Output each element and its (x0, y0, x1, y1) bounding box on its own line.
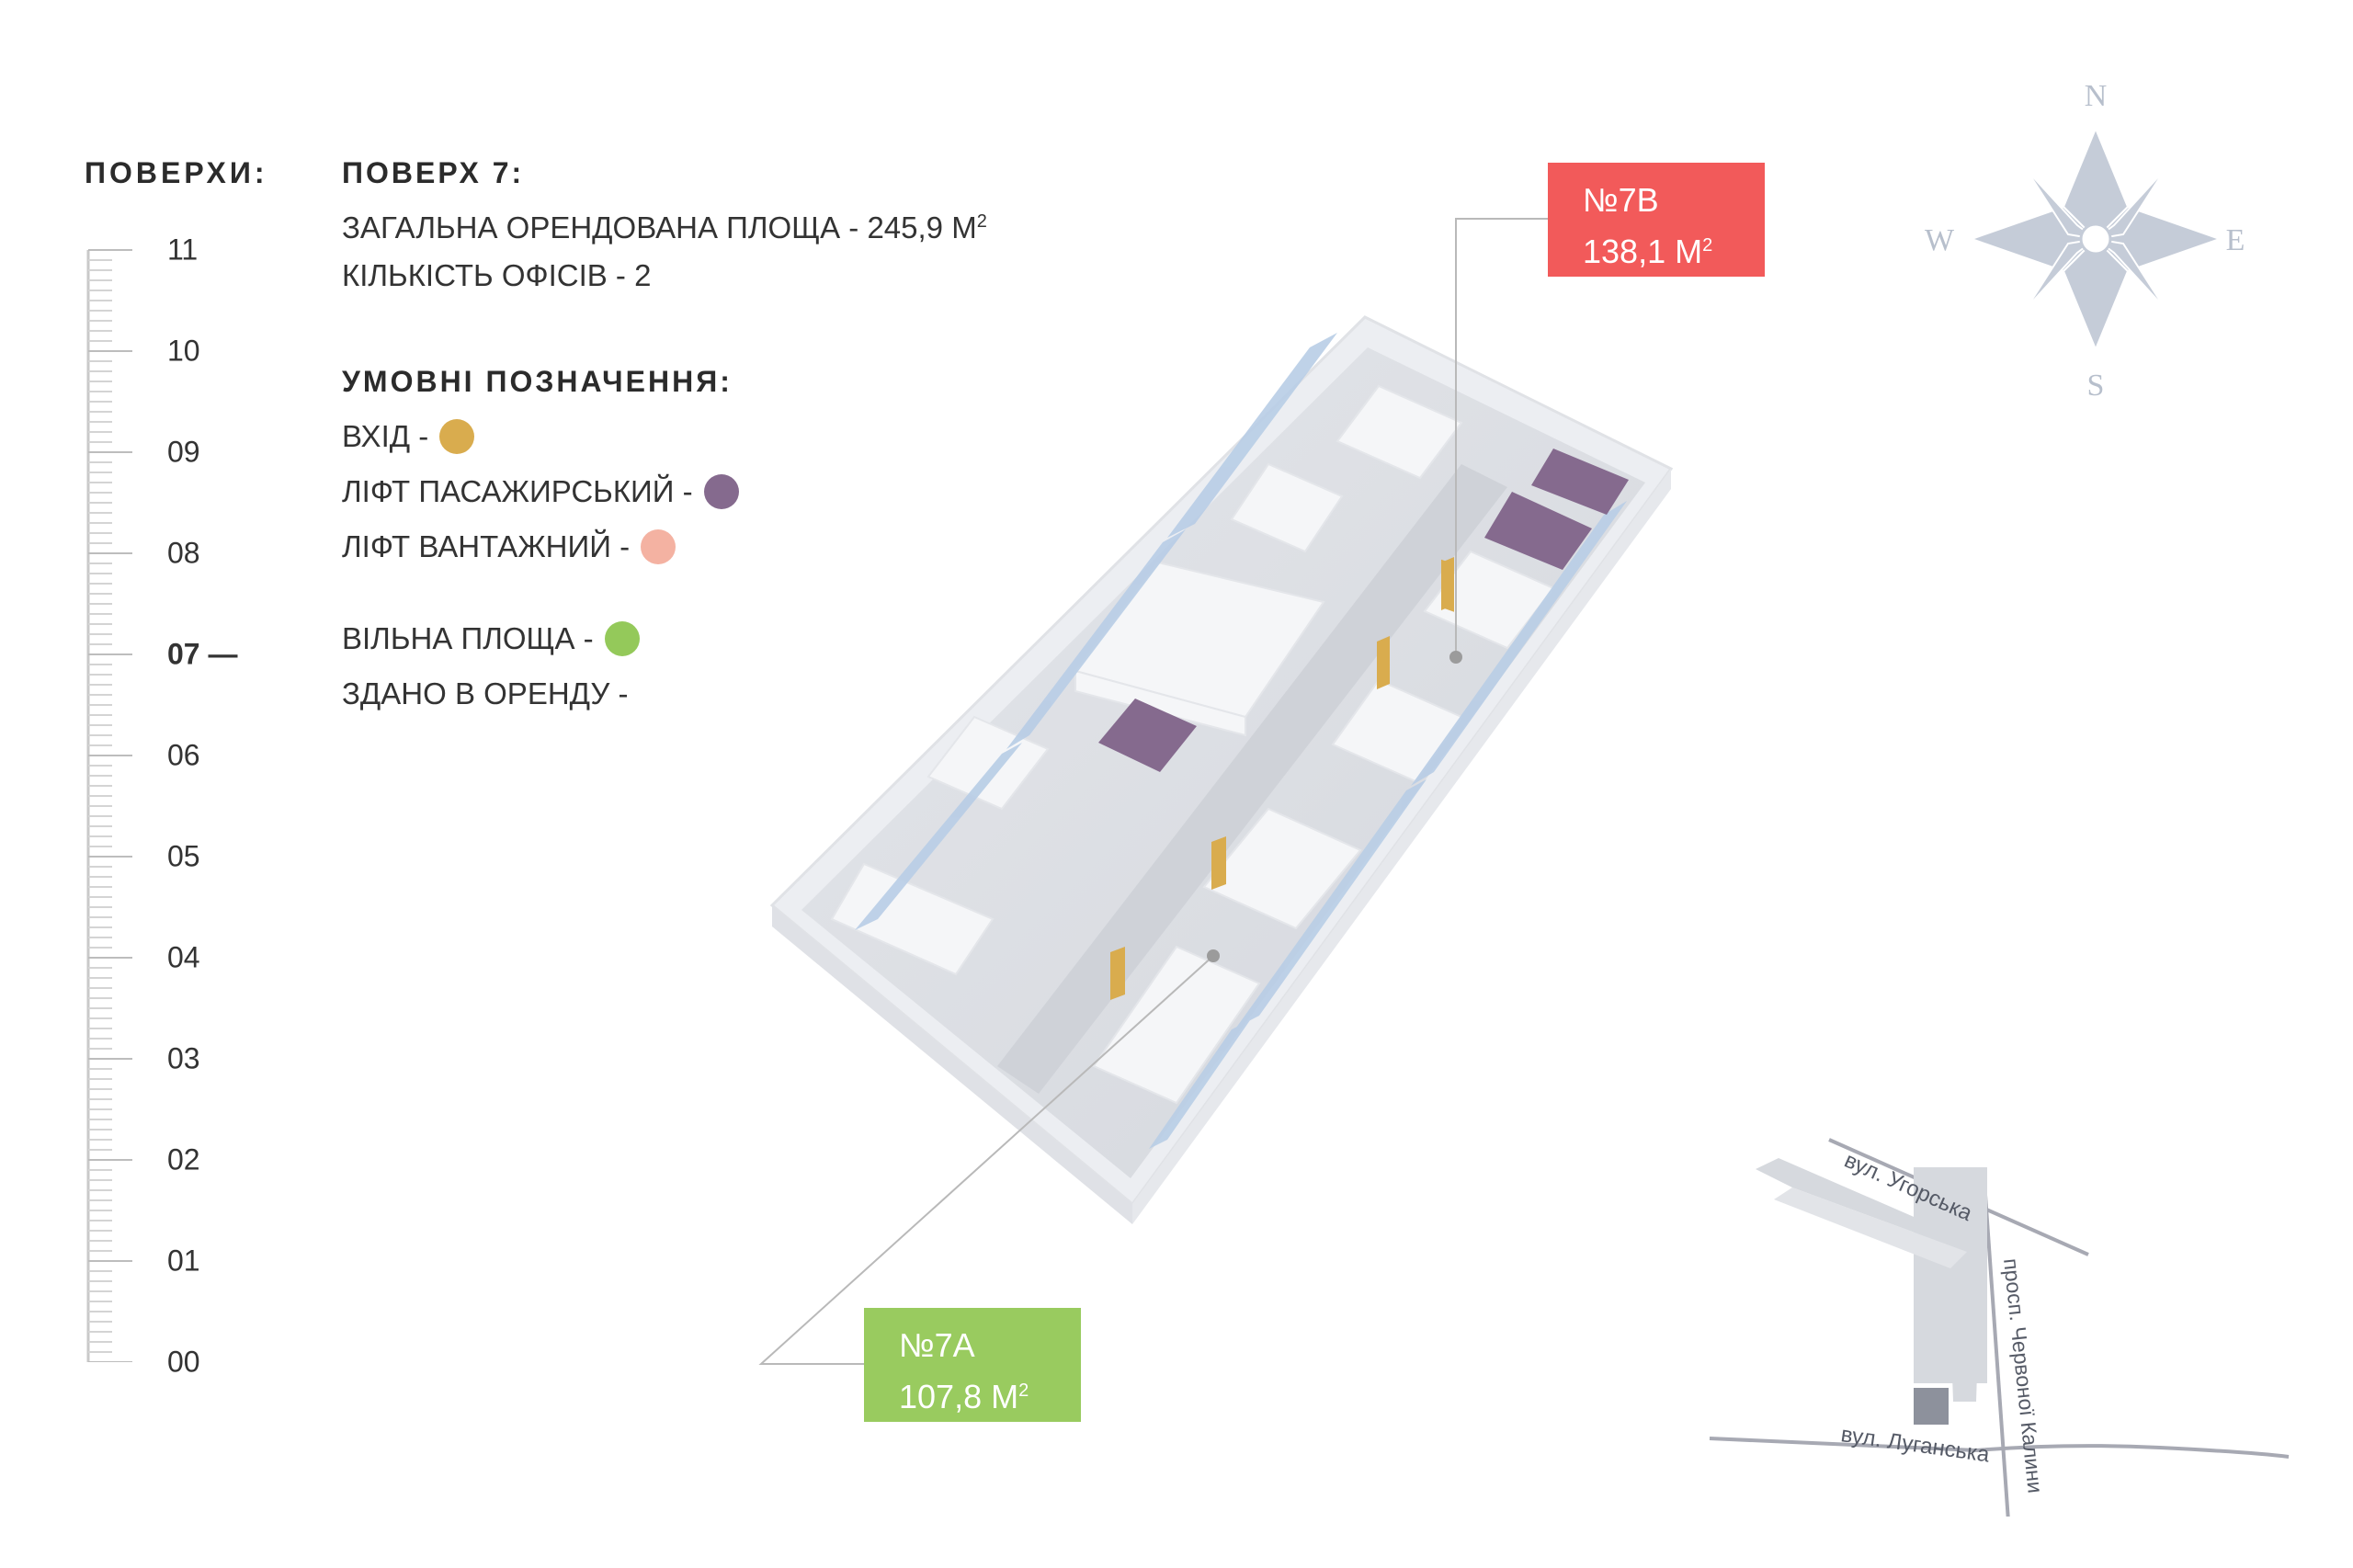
unit-7b-label[interactable]: №7В 138,1 М2 (1548, 163, 1765, 277)
location-map: вул. Угорська просп. Червоної Калини вул… (1709, 1138, 2290, 1517)
floor-item-10[interactable]: 10 (167, 334, 200, 368)
unit-7a-label[interactable]: №7А 107,8 М2 (864, 1308, 1081, 1422)
legend-title: УМОВНІ ПОЗНАЧЕННЯ: (342, 365, 733, 398)
office-count-text: КІЛЬКІСТЬ ОФІСІВ - 2 (342, 258, 652, 292)
legend-color-dot (641, 529, 676, 564)
floor-item-06[interactable]: 06 (167, 738, 200, 772)
compass-rose-icon: N S W E (1925, 79, 2245, 403)
floor-item-04[interactable]: 04 (167, 940, 200, 974)
floor-item-11[interactable]: 11 (167, 233, 199, 267)
unit-area: 138,1 М2 (1583, 233, 1713, 270)
street-label: вул. Луганська (1839, 1422, 1992, 1467)
legend-item: ЛІФТ ПАСАЖИРСЬКИЙ - (342, 474, 987, 509)
compass-n: N (2085, 79, 2108, 113)
unit-area: 107,8 М2 (899, 1378, 1029, 1415)
floor-info: ПОВЕРХ 7: ЗАГАЛЬНА ОРЕНДОВАНА ПЛОЩА - 24… (342, 156, 987, 711)
legend-list: ВХІД - ЛІФТ ПАСАЖИРСЬКИЙ - ЛІФТ ВАНТАЖНИЙ … (342, 419, 987, 711)
legend-item: ЗДАНО В ОРЕНДУ - (342, 676, 987, 711)
floors-title: ПОВЕРХИ: (85, 156, 268, 189)
legend-label: ЛІФТ ВАНТАЖНИЙ - (342, 529, 631, 563)
compass-e: E (2226, 223, 2245, 257)
legend-label: ВХІД - (342, 419, 429, 453)
floor-scale (86, 249, 132, 1362)
legend-label: ЗДАНО В ОРЕНДУ - (342, 676, 629, 710)
legend-item: ВХІД - (342, 419, 987, 454)
floor-item-02[interactable]: 02 (167, 1142, 200, 1176)
floor-item-05[interactable]: 05 (167, 839, 200, 873)
legend-color-dot (703, 474, 739, 509)
floor-item-09[interactable]: 09 (167, 435, 200, 469)
floor-item-01[interactable]: 01 (167, 1244, 200, 1278)
legend-color-dot (604, 621, 640, 656)
total-area-text: ЗАГАЛЬНА ОРЕНДОВАНА ПЛОЩА - 245,9 М2 (342, 210, 987, 244)
compass-w: W (1925, 223, 1955, 257)
floor-item-07[interactable]: 07 — (167, 637, 238, 671)
unit-number: №7В (1583, 181, 1659, 219)
legend-label: ЛІФТ ПАСАЖИРСЬКИЙ - (342, 474, 693, 508)
floor-item-03[interactable]: 03 (167, 1041, 200, 1075)
area-superscript: 2 (976, 211, 987, 232)
compass-s: S (2087, 369, 2105, 403)
legend-item: ЛІФТ ВАНТАЖНИЙ - (342, 529, 987, 564)
floor-item-08[interactable]: 08 (167, 536, 200, 570)
street-label: просп. Червоної Калини (1999, 1257, 2048, 1494)
legend-label: ВІЛЬНА ПЛОЩА - (342, 621, 594, 655)
unit-number: №7А (899, 1326, 975, 1364)
floor-heading: ПОВЕРХ 7: (342, 156, 525, 189)
floor-item-00[interactable]: 00 (167, 1345, 200, 1379)
legend-item: ВІЛЬНА ПЛОЩА - (342, 621, 987, 656)
legend-color-dot (439, 419, 475, 454)
